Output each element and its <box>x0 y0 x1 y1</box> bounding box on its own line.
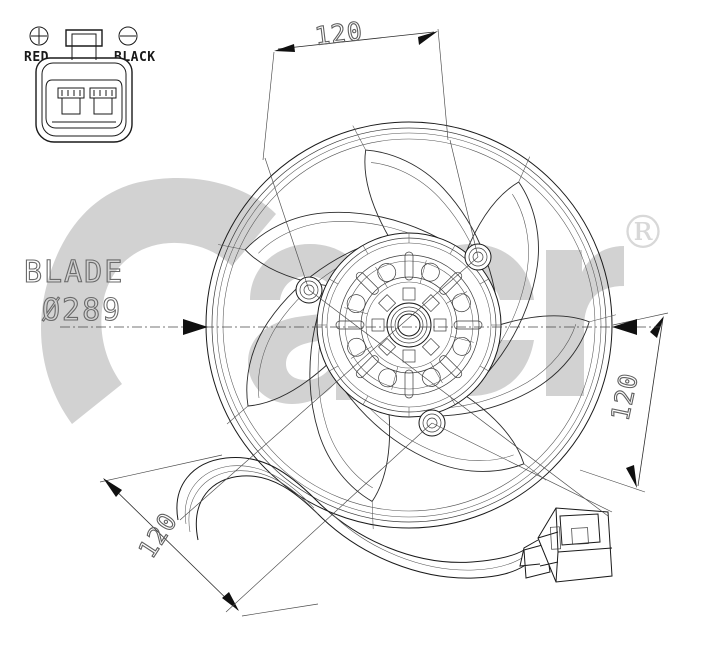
polarity-positive <box>29 26 49 46</box>
polarity-negative <box>118 26 138 46</box>
cable-connector-plug <box>519 507 613 583</box>
hub-segment-notches <box>317 233 501 417</box>
leader-lines <box>179 139 613 613</box>
power-cable <box>176 456 551 579</box>
dimension-bottom-left-value: 120 <box>133 507 184 563</box>
blade-ring-joints <box>218 125 616 530</box>
cooling-fan-assembly <box>176 121 616 583</box>
blade-annotation: BLADE Ø289 <box>23 254 124 328</box>
dimension-top <box>262 28 449 161</box>
hub-radial-ribs <box>344 260 474 390</box>
hub-square-holes <box>371 287 447 363</box>
dimension-right-value: 120 <box>606 370 644 423</box>
dimension-bottom-left <box>99 454 319 617</box>
blade-diameter-label: Ø289 <box>42 293 122 328</box>
diameter-centerline <box>60 319 660 335</box>
blade-label: BLADE <box>24 255 124 290</box>
dimension-top-value: 120 <box>313 16 364 51</box>
connector-detail-view: RED BLACK <box>24 26 155 143</box>
motor-hub <box>316 232 502 418</box>
registered-trademark-symbol: ® <box>620 205 666 259</box>
